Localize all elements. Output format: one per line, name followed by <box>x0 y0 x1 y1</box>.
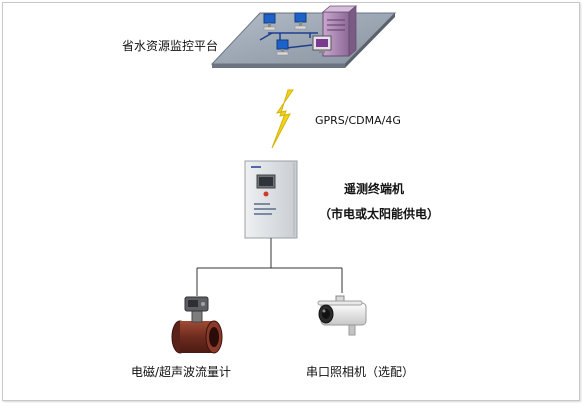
camera-icon <box>317 295 367 336</box>
flowmeter-label: 电磁/超声波流量计 <box>131 365 232 379</box>
computer-icon <box>276 39 289 56</box>
connection-lines <box>196 238 343 296</box>
terminal-power-label: （市电或太阳能供电） <box>319 207 440 221</box>
terminal-title: 遥测终端机 <box>344 182 405 196</box>
communication-link-label: GPRS/CDMA/4G <box>315 114 401 127</box>
platform-label: 省水资源监控平台 <box>122 39 219 53</box>
computer-icon <box>263 13 276 31</box>
camera-label: 串口照相机（选配） <box>306 365 415 379</box>
platform-network-illustration <box>210 5 397 68</box>
flowmeter-icon <box>171 296 223 354</box>
computer-icon <box>294 12 307 30</box>
server-monitor-icon <box>312 35 332 53</box>
telemetry-terminal-cabinet <box>244 160 298 239</box>
wireless-lightning-icon <box>271 89 294 149</box>
